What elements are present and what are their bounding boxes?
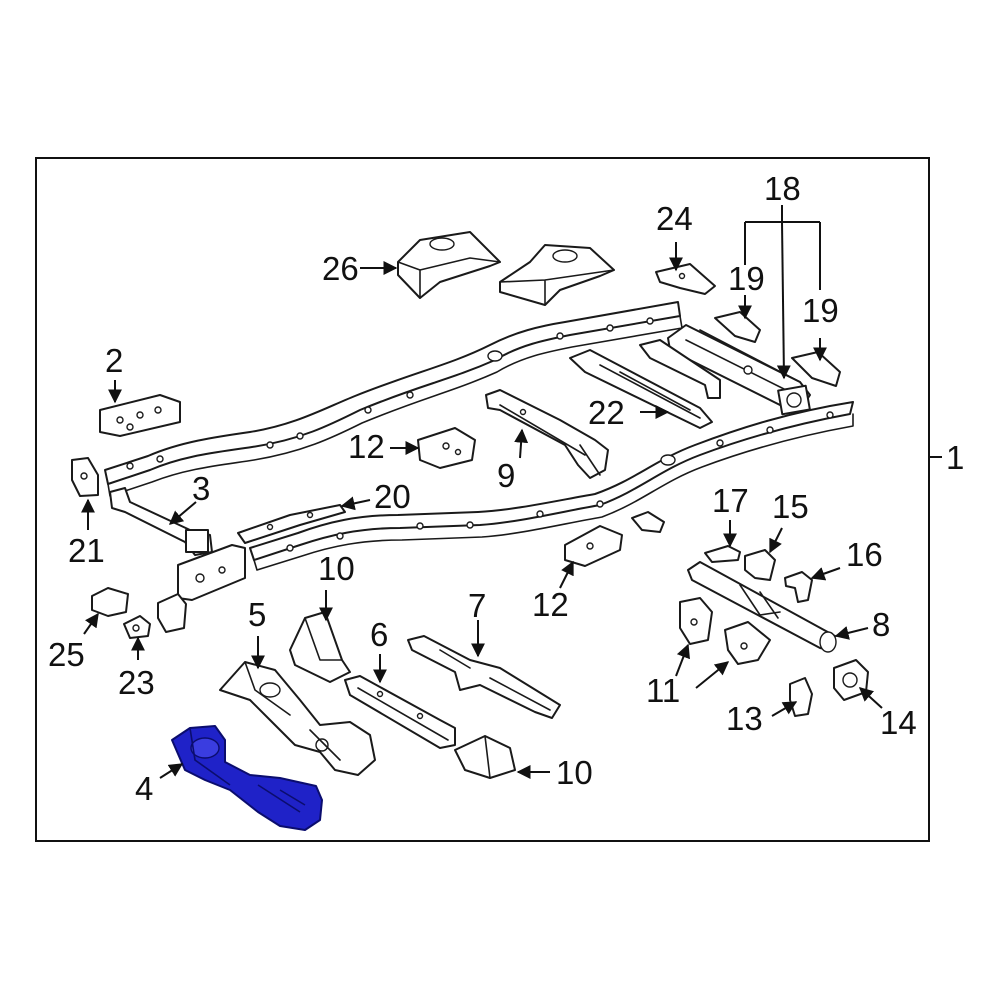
- callout-25: 25: [48, 636, 85, 673]
- callout-1: 1: [946, 439, 964, 476]
- callout-26: 26: [322, 250, 359, 287]
- part-23-bracket[interactable]: [123, 615, 151, 639]
- callout-22: 22: [588, 394, 625, 431]
- part-22-crossmember[interactable]: [569, 339, 721, 429]
- callout-12-upper: 12: [348, 428, 385, 465]
- part-5-crossmember[interactable]: [219, 661, 376, 776]
- callout-20: 20: [374, 478, 411, 515]
- part-19-bracket-left[interactable]: [714, 311, 761, 343]
- part-10-bracket-lower[interactable]: [454, 735, 516, 779]
- part-15-bracket[interactable]: [744, 549, 776, 581]
- part-12-bracket-upper[interactable]: [417, 427, 476, 469]
- part-13-bracket[interactable]: [789, 677, 813, 717]
- part-12-bracket-lower[interactable]: [564, 525, 623, 567]
- main-frame[interactable]: [104, 301, 854, 571]
- callout-16: 16: [846, 536, 883, 573]
- callout-10-upper: 10: [318, 550, 355, 587]
- callout-3: 3: [192, 470, 210, 507]
- callout-5: 5: [248, 596, 266, 633]
- callout-23: 23: [118, 664, 155, 701]
- front-frame-bracket[interactable]: [177, 544, 246, 601]
- callout-19-right: 19: [802, 292, 839, 329]
- part-16-bracket[interactable]: [784, 571, 813, 603]
- part-7-crossmember[interactable]: [407, 635, 561, 719]
- part-4-highlighted-crossmember[interactable]: [171, 725, 323, 831]
- part-20-plate[interactable]: [237, 504, 346, 544]
- callout-21: 21: [68, 532, 105, 569]
- part-14-gasket-plate[interactable]: [833, 659, 869, 701]
- small-bracket-near-12[interactable]: [631, 511, 665, 533]
- callout-8: 8: [872, 606, 890, 643]
- part-8-crossmember-tube[interactable]: [687, 561, 837, 653]
- part-9-crossmember[interactable]: [485, 389, 609, 479]
- diagram-border: [35, 157, 930, 842]
- part-21-bracket[interactable]: [71, 457, 99, 497]
- part-17-bracket[interactable]: [704, 545, 741, 563]
- part-11-bracket-right[interactable]: [724, 621, 771, 665]
- small-bracket-near-23[interactable]: [157, 593, 187, 633]
- part-2-bracket[interactable]: [99, 394, 181, 437]
- callout-2: 2: [105, 342, 123, 379]
- callout-15: 15: [772, 488, 809, 525]
- part-10-bracket-upper[interactable]: [289, 611, 351, 683]
- part-11-bracket-left[interactable]: [679, 597, 713, 645]
- callout-6: 6: [370, 616, 388, 653]
- callout-4: 4: [135, 770, 153, 807]
- callout-14: 14: [880, 704, 917, 741]
- callout-18: 18: [764, 170, 801, 207]
- part-24-bracket[interactable]: [655, 263, 716, 295]
- callout-17: 17: [712, 482, 749, 519]
- part-25-mount[interactable]: [91, 587, 129, 617]
- callout-labels: 1 2 3 4 5 6 7 8 9 10 10 11 12 12 13 14 1…: [48, 170, 964, 807]
- callout-11: 11: [646, 672, 680, 709]
- callout-19-left: 19: [728, 260, 765, 297]
- callout-24: 24: [656, 200, 693, 237]
- callout-12-lower: 12: [532, 586, 569, 623]
- part-26-mount-bracket[interactable]: [397, 231, 615, 306]
- callout-9: 9: [497, 457, 515, 494]
- callout-13: 13: [726, 700, 763, 737]
- callout-10-lower: 10: [556, 754, 593, 791]
- callout-7: 7: [468, 587, 486, 624]
- part-18-rear-crossmember[interactable]: [667, 324, 811, 416]
- leader-lines: [81, 205, 883, 779]
